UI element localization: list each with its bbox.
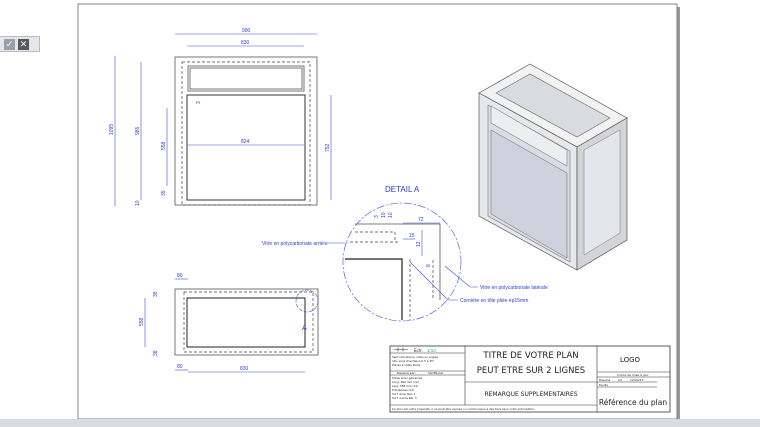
sheet-label: Feuille xyxy=(599,383,608,387)
copyright-footer: Ce plan est notre propriété, il ne peut … xyxy=(392,407,535,411)
isometric-view xyxy=(478,63,628,271)
material-line: Larg: 558 mm (x4) xyxy=(392,384,418,388)
dim-830-top: 830 xyxy=(240,366,249,372)
remark: REMARQUE SUPPLEMENTAIRES xyxy=(484,391,577,398)
front-top-window xyxy=(187,65,305,92)
note-line: vifs, sans chanfreins 0.5 à 45° xyxy=(392,359,435,363)
dim-558-top: 558 xyxy=(139,317,145,326)
top-outer-frame xyxy=(174,288,319,356)
material-line: Long: 990 mm (x2) xyxy=(392,380,419,384)
title-block: Ech: 1/10 Sauf indications, cotes en ang… xyxy=(389,345,671,413)
dim-558: 558 xyxy=(161,141,167,150)
dim-824: 824 xyxy=(241,139,250,145)
projection-symbol-icon xyxy=(394,347,408,352)
detail-dim-10b: 10 xyxy=(388,212,394,218)
detail-dim-3: 3 xyxy=(374,215,380,218)
dim-80-top: 80 xyxy=(177,273,183,279)
checked-by: Vérifié par: xyxy=(428,371,444,375)
logo: LOGO xyxy=(620,356,641,364)
detail-title: DETAIL A xyxy=(385,185,420,194)
note-line: Pièces à cotes libres xyxy=(392,363,421,367)
scale-label: Ech: xyxy=(414,348,423,353)
front-main-window xyxy=(186,94,306,201)
top-hidden-frame xyxy=(183,291,314,353)
material-line: Surf: acier Ral. 3 xyxy=(392,392,415,396)
dim-3: 3 xyxy=(196,101,202,104)
dim-35: 35 xyxy=(161,190,167,196)
plan-title-line1: TITRE DE VOTRE PLAN xyxy=(482,351,578,361)
note-line: Sauf indications, cotes en angles xyxy=(392,355,439,359)
format-value: A3 xyxy=(618,378,622,382)
note-angle-iron: Cornière en tôle pliée ép15mm xyxy=(460,298,528,304)
check-icon[interactable]: ✓ xyxy=(4,38,15,50)
dim-10: 10 xyxy=(135,200,141,206)
dim-985: 985 xyxy=(135,126,141,135)
detail-dim-8: 8 xyxy=(426,264,432,267)
floating-toolbar: ✓ ✕ xyxy=(0,36,40,52)
index-label: Indice de mise à jour xyxy=(617,373,649,377)
date-value: 12/04/17 xyxy=(630,378,644,382)
material-line: Entretoises (x2) xyxy=(392,388,414,392)
detail-circle-marker xyxy=(295,289,319,313)
dim-830: 830 xyxy=(241,40,250,46)
material-line: Surf: vernis Ral. 3 xyxy=(392,396,417,400)
dim-752: 752 xyxy=(325,143,331,152)
plan-title-line2: PEUT ETRE SUR 2 LIGNES xyxy=(477,366,585,376)
status-strip xyxy=(0,419,760,427)
dim-38-bottom: 38 xyxy=(153,350,159,356)
format-label: Dessiné xyxy=(599,378,610,382)
front-top-window-inner xyxy=(189,67,303,90)
scale-value: 1/10 xyxy=(427,348,436,353)
detail-dim-15: 15 xyxy=(409,233,415,239)
detail-dim-12: 12 xyxy=(416,241,422,247)
top-inner-opening xyxy=(186,297,306,348)
plan-reference: Référence du plan xyxy=(599,398,667,407)
detail-marker-label: A xyxy=(302,325,307,332)
front-view: 990 830 824 1095 985 558 35 752 10 3 xyxy=(109,28,332,206)
dim-990: 990 xyxy=(242,28,251,34)
detail-dim-10a: 10 xyxy=(381,212,387,218)
note-rear-glass: Vitre en polycarbonate arrière xyxy=(262,241,328,247)
detail-circle xyxy=(342,202,462,322)
front-hidden-frame xyxy=(181,61,311,206)
material-line: Tubes acier galvanisé xyxy=(391,376,422,380)
top-view: A 80 80 830 558 38 38 xyxy=(139,273,319,373)
drawn-by: Dessiné par: xyxy=(397,371,416,375)
dim-80-bottom: 80 xyxy=(177,364,183,370)
close-icon[interactable]: ✕ xyxy=(18,38,29,50)
detail-a: DETAIL A 72 15 12 8 3 10 10 Vitre en pol… xyxy=(262,185,548,322)
note-side-glass: Vitre en polycarbonate latérale xyxy=(480,285,548,291)
dim-1095: 1095 xyxy=(109,124,115,135)
dim-38-top: 38 xyxy=(153,291,159,297)
detail-dim-72: 72 xyxy=(418,217,424,223)
